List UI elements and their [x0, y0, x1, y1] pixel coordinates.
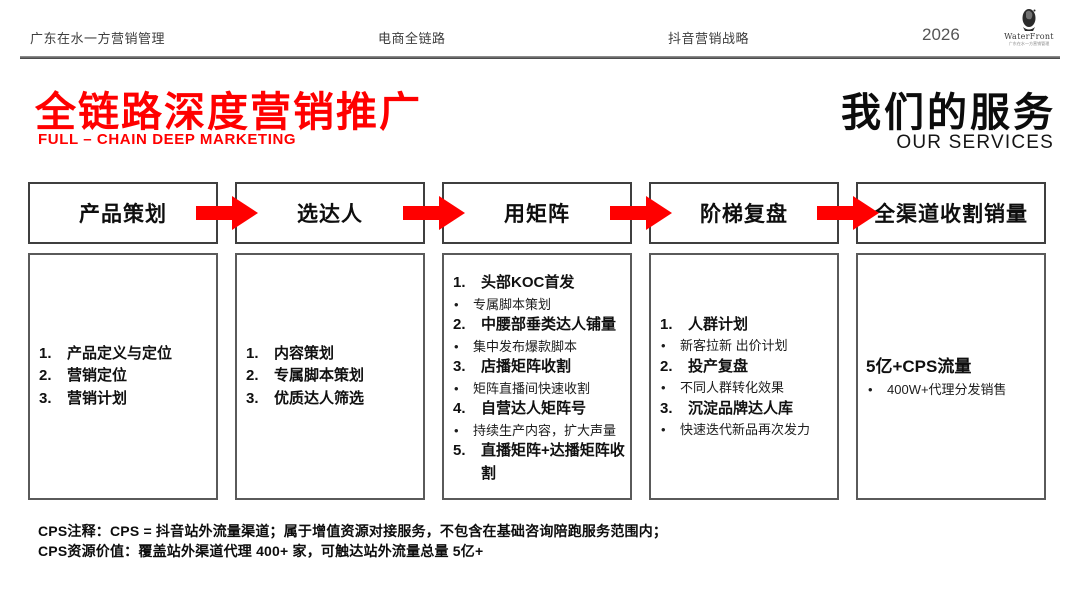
- item-text: 矩阵直播间快速收割: [473, 380, 591, 396]
- item-text: 产品定义与定位: [67, 344, 173, 362]
- item-text: 人群计划: [688, 315, 749, 333]
- flow-item: 3. 沉淀品牌达人库: [651, 398, 837, 421]
- services-title: 我们的服务: [841, 91, 1056, 135]
- item-text: 内容策划: [274, 344, 335, 362]
- item-marker: 1.: [453, 274, 466, 291]
- item-text: 投产复盘: [688, 357, 749, 375]
- step-header-select-talent: 选达人: [235, 182, 425, 244]
- flow-item: 2. 营销定位: [30, 365, 216, 388]
- item-marker: 5.: [453, 442, 466, 459]
- flow-item: 2. 专属脚本策划: [237, 365, 423, 388]
- flow-arrow-icon: [403, 196, 465, 230]
- item-marker: 2.: [39, 367, 52, 385]
- flow-item: 1. 人群计划: [651, 314, 837, 337]
- step-header-use-matrix: 用矩阵: [442, 182, 632, 244]
- item-marker: 4.: [453, 400, 466, 417]
- item-marker: •: [661, 380, 666, 395]
- item-marker: 3.: [246, 389, 259, 407]
- item-text: 营销定位: [67, 367, 128, 385]
- item-text: 专属脚本策划: [274, 367, 365, 385]
- item-text: 店播矩阵收割: [481, 358, 572, 375]
- step-body-product-planning: 1. 产品定义与定位 2. 营销定位 3. 营销计划: [28, 253, 218, 500]
- flow-arrow-icon: [610, 196, 672, 230]
- item-text: 专属脚本策划: [473, 296, 552, 312]
- item-marker: 1.: [39, 344, 52, 362]
- step-body-omnichannel-sales: 5亿+CPS流量 • 400W+代理分发销售: [856, 253, 1046, 500]
- flow-subitem: • 不同人群转化效果: [651, 378, 837, 398]
- flow-item: 2. 中腰部垂类达人铺量: [444, 314, 630, 337]
- nav-company-label: 广东在水一方营销管理: [30, 31, 166, 46]
- logo-mark-icon: [1022, 9, 1036, 31]
- flow-subitem: • 新客拉新 出价计划: [651, 336, 837, 356]
- flow-arrow-icon: [196, 196, 258, 230]
- flow-subitem: • 400W+代理分发销售: [858, 380, 1044, 400]
- item-text: 头部KOC首发: [481, 274, 575, 291]
- item-marker: •: [661, 338, 666, 353]
- flow-item: 2. 投产复盘: [651, 356, 837, 379]
- item-marker: 2.: [246, 367, 259, 385]
- flow-item: 4. 自营达人矩阵号: [444, 398, 630, 421]
- item-marker: 1.: [246, 344, 259, 362]
- company-logo: WaterFront 广东在水一方营销管理: [1003, 8, 1055, 47]
- flow-subitem: • 专属脚本策划: [444, 295, 630, 315]
- flow-item: 5亿+CPS流量: [858, 354, 1044, 380]
- item-text: 直播矩阵+达播矩阵收割: [481, 442, 625, 482]
- page-subtitle: FULL – CHAIN DEEP MARKETING: [38, 131, 297, 148]
- flow-item: 3. 营销计划: [30, 388, 216, 411]
- flow-item: 1. 产品定义与定位: [30, 343, 216, 366]
- flow-item: 1. 头部KOC首发: [444, 272, 630, 295]
- footnote-cps-value: CPS资源价值：覆盖站外渠道代理 400+ 家，可触达站外流量总量 5亿+: [38, 543, 484, 559]
- step-body-select-talent: 1. 内容策划 2. 专属脚本策划 3. 优质达人筛选: [235, 253, 425, 500]
- item-text: 中腰部垂类达人铺量: [481, 316, 617, 333]
- flow-item: 3. 优质达人筛选: [237, 388, 423, 411]
- item-marker: •: [868, 381, 873, 397]
- item-text: 优质达人筛选: [274, 389, 365, 407]
- item-marker: 3.: [39, 389, 52, 407]
- flow-subitem: • 集中发布爆款脚本: [444, 337, 630, 357]
- item-text: 集中发布爆款脚本: [473, 338, 578, 354]
- flow-subitem: • 矩阵直播间快速收割: [444, 379, 630, 399]
- item-marker: •: [661, 422, 666, 437]
- step-header-product-planning: 产品策划: [28, 182, 218, 244]
- services-subtitle: OUR SERVICES: [896, 132, 1054, 153]
- flow-item: 3. 店播矩阵收割: [444, 356, 630, 379]
- item-text: 自营达人矩阵号: [481, 400, 587, 417]
- item-text: 5亿+CPS流量: [866, 357, 972, 376]
- item-marker: 2.: [453, 316, 466, 333]
- logo-text: WaterFront: [1004, 32, 1054, 41]
- item-text: 持续生产内容，扩大声量: [473, 422, 617, 438]
- flow-subitem: • 快速迭代新品再次发力: [651, 420, 837, 440]
- item-marker: 2.: [660, 357, 673, 375]
- item-marker: •: [454, 422, 459, 438]
- step-header-review: 阶梯复盘: [649, 182, 839, 244]
- year-label: 2026: [922, 25, 960, 44]
- step-body-review: 1. 人群计划 • 新客拉新 出价计划 2. 投产复盘 • 不同人群转化效果 3. 沉淀品牌达人库…: [649, 253, 839, 500]
- item-text: 营销计划: [67, 389, 128, 407]
- flow-item: 5. 直播矩阵+达播矩阵收割: [444, 440, 630, 485]
- step-body-use-matrix: 1. 头部KOC首发 • 专属脚本策划 2. 中腰部垂类达人铺量 • 集中发布爆款脚本 3. 店播…: [442, 253, 632, 500]
- page-title: 全链路深度营销推广: [35, 89, 422, 135]
- item-text: 新客拉新 出价计划: [680, 338, 788, 353]
- item-marker: 3.: [660, 399, 673, 417]
- nav-douyin-label: 抖音营销战略: [668, 31, 750, 46]
- flow-arrow-icon: [817, 196, 879, 230]
- flow-item: 1. 内容策划: [237, 343, 423, 366]
- footnotes: CPS注释：CPS = 抖音站外流量渠道；属于增值资源对接服务，不包含在基础咨询…: [38, 521, 667, 561]
- item-marker: •: [454, 338, 459, 354]
- item-text: 沉淀品牌达人库: [688, 399, 794, 417]
- item-text: 400W+代理分发销售: [887, 381, 1007, 397]
- item-text: 不同人群转化效果: [680, 380, 785, 395]
- item-marker: •: [454, 380, 459, 396]
- header-divider: [20, 56, 1060, 59]
- item-marker: 1.: [660, 315, 673, 333]
- flow-subitem: • 持续生产内容，扩大声量: [444, 421, 630, 441]
- step-header-omnichannel-sales: 全渠道收割销量: [856, 182, 1046, 244]
- item-marker: 3.: [453, 358, 466, 375]
- footnote-cps-note: CPS注释：CPS = 抖音站外流量渠道；属于增值资源对接服务，不包含在基础咨询…: [38, 523, 668, 539]
- item-text: 快速迭代新品再次发力: [680, 422, 811, 437]
- nav-ecommerce-label: 电商全链路: [378, 31, 446, 46]
- item-marker: •: [454, 296, 459, 312]
- logo-tagline: 广东在水一方营销管理: [1008, 41, 1050, 46]
